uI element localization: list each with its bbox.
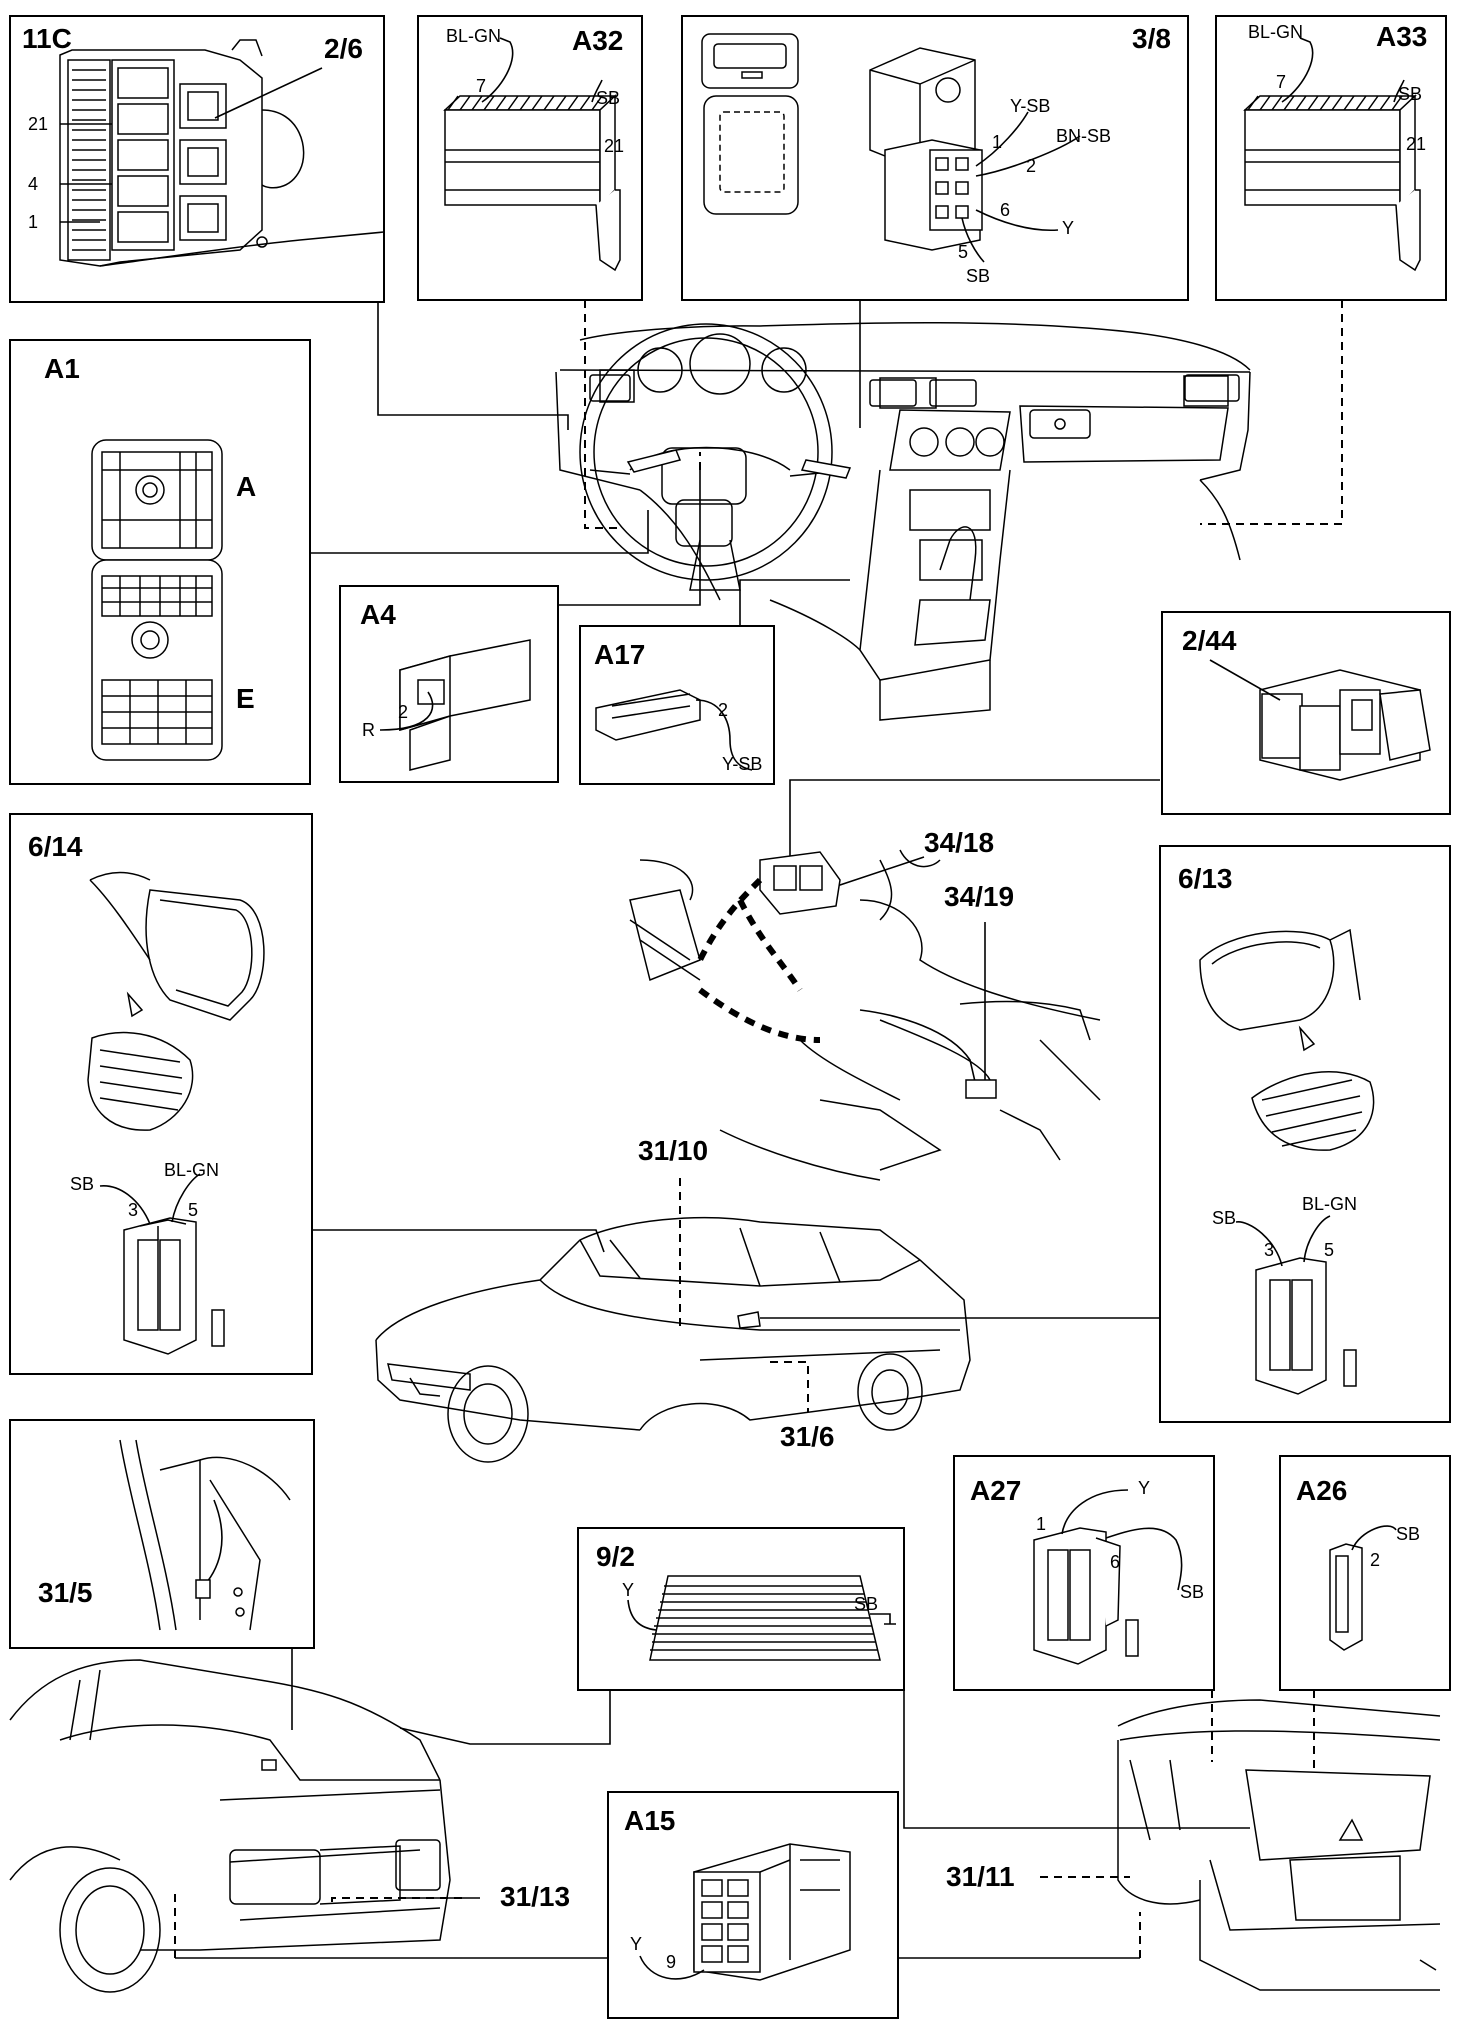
wire-sb: SB: [70, 1174, 94, 1194]
rear-wagon-drawing: 31/11: [946, 1699, 1441, 1991]
pin-3: 3: [1264, 1240, 1274, 1260]
wire-sb: SB: [1212, 1208, 1236, 1228]
wire-y-sb: Y-SB: [1010, 96, 1050, 116]
box-a33: BL-GN SB 7 21 A33: [1215, 15, 1447, 301]
box-a27: Y SB 1 6 A27: [953, 1455, 1215, 1691]
wire-sb: SB: [1180, 1582, 1204, 1602]
pin-1: 1: [992, 132, 1002, 152]
label-2-6: 2/6: [324, 33, 363, 64]
callout-31-13: 31/13: [500, 1881, 570, 1912]
box-31-5: 31/5: [9, 1419, 315, 1649]
pin-2: 2: [1370, 1550, 1380, 1570]
label-a15: A15: [624, 1805, 675, 1836]
wire-y: Y: [630, 1934, 642, 1954]
wire-bn-sb: BN-SB: [1056, 126, 1111, 146]
wire-bl-gn: BL-GN: [164, 1160, 219, 1180]
box-a26: SB 2 A26: [1279, 1455, 1451, 1691]
box-a1: A1 A E: [9, 339, 311, 785]
pin-5: 5: [188, 1200, 198, 1220]
label-2-44: 2/44: [1182, 625, 1237, 656]
label-e: E: [236, 683, 255, 714]
rear-sedan-drawing: 31/13: [9, 1659, 570, 1993]
label-3-8: 3/8: [1132, 23, 1171, 54]
pin-1: 1: [1036, 1514, 1046, 1534]
box-a15: Y 9 A15: [607, 1791, 899, 2019]
wire-y: Y: [1138, 1478, 1150, 1498]
pin-1: 1: [28, 212, 38, 232]
wire-sb: SB: [1396, 1524, 1420, 1544]
box-a17: Y-SB 2 A17: [579, 625, 775, 785]
wire-bl-gn: BL-GN: [1302, 1194, 1357, 1214]
wire-sb: SB: [1398, 84, 1422, 104]
box-11c: 11C 2/6 21 4 1: [9, 15, 385, 303]
box-9-2: Y SB 9/2: [577, 1527, 905, 1691]
wire-y: Y: [622, 1580, 634, 1600]
callout-31-5: 31/5: [38, 1577, 93, 1608]
pin-21: 21: [28, 114, 48, 134]
pin-2: 2: [398, 702, 408, 722]
wire-y: Y: [1062, 218, 1074, 238]
wire-bl-gn: BL-GN: [446, 26, 501, 46]
callout-34-18: 34/18: [924, 827, 994, 858]
callout-31-10: 31/10: [638, 1135, 708, 1166]
console-drawing: 34/18 34/19: [629, 827, 1101, 1181]
label-a27: A27: [970, 1475, 1021, 1506]
callout-31-6: 31/6: [780, 1421, 835, 1452]
pin-2: 2: [1026, 156, 1036, 176]
box-a4: R 2 A4: [339, 585, 559, 783]
label-a4: A4: [360, 599, 396, 630]
pin-9: 9: [666, 1952, 676, 1972]
label-9-2: 9/2: [596, 1541, 635, 1572]
pin-7: 7: [476, 76, 486, 96]
box-a32: BL-GN SB 7 21 A32: [417, 15, 643, 301]
pin-5: 5: [1324, 1240, 1334, 1260]
pin-3: 3: [128, 1200, 138, 1220]
pin-2: 2: [718, 700, 728, 720]
pin-4: 4: [28, 174, 38, 194]
dashboard-drawing: [555, 321, 1251, 721]
label-a: A: [236, 471, 256, 502]
pin-6: 6: [1000, 200, 1010, 220]
label-a17: A17: [594, 639, 645, 670]
label-11c: 11C: [22, 23, 72, 54]
pin-5: 5: [958, 242, 968, 262]
callout-31-11: 31/11: [946, 1861, 1015, 1892]
box-2-44: 2/44: [1161, 611, 1451, 815]
wire-sb: SB: [596, 88, 620, 108]
pin-21: 21: [1406, 134, 1426, 154]
wire-sb: SB: [854, 1594, 878, 1614]
label-6-14: 6/14: [28, 831, 83, 862]
box-6-14: SB BL-GN 3 5 6/14: [9, 813, 313, 1375]
label-6-13: 6/13: [1178, 863, 1233, 894]
wire-sb: SB: [966, 266, 990, 286]
label-a1: A1: [44, 353, 80, 384]
wire-y-sb: Y-SB: [722, 754, 762, 774]
pin-7: 7: [1276, 72, 1286, 92]
box-3-8: Y-SB BN-SB Y SB 1 2 6 5 3/8: [681, 15, 1189, 301]
pin-21: 21: [604, 136, 624, 156]
callout-34-19: 34/19: [944, 881, 1014, 912]
wire-r: R: [362, 720, 375, 740]
label-a33: A33: [1376, 21, 1427, 52]
label-a26: A26: [1296, 1475, 1347, 1506]
box-6-13: SB BL-GN 3 5 6/13: [1159, 845, 1451, 1423]
label-a32: A32: [572, 25, 623, 56]
pin-6: 6: [1110, 1552, 1120, 1572]
car-side-drawing: 31/10 31/6: [375, 1135, 971, 1463]
wire-bl-gn: BL-GN: [1248, 22, 1303, 42]
